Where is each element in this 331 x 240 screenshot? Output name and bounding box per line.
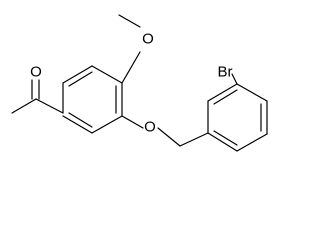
ring2-bond-6 [207, 132, 238, 152]
ether-oxygen-label: O [144, 119, 156, 136]
bond-ring-bromine [231, 73, 238, 85]
bond-ring-methoxy-oxygen [121, 51, 141, 84]
bond-ether-oxygen-ch2 [157, 127, 181, 147]
carbonyl-oxygen-label: O [30, 64, 42, 81]
bond-ch2-ring [179, 132, 209, 147]
ring2-bond-5 [236, 133, 268, 152]
ring1-bond-3 [91, 65, 123, 84]
bond-methoxy-oxygen-methyl [118, 14, 141, 28]
ring2-inner-double-1 [213, 89, 238, 105]
ring1-inner-double-3 [68, 112, 93, 128]
ring2-bond-3 [236, 83, 268, 102]
methoxy-oxygen-label: O [142, 31, 154, 48]
bond-carbonyl-ring [35, 98, 64, 114]
ring1-bond-5 [91, 115, 123, 134]
bond-ring-ether-oxygen [121, 115, 144, 129]
chemical-structure: O O O Br [11, 14, 268, 152]
ring2-inner-double-3 [213, 130, 238, 146]
ring1-bond-2 [62, 65, 93, 84]
atom-labels: O O O Br [30, 31, 232, 136]
bond-methyl-carbonyl [11, 98, 37, 114]
ring2-bond-2 [207, 83, 238, 102]
bond-lines [11, 14, 268, 152]
ring1-inner-double-1 [68, 71, 93, 87]
bromine-label: Br [218, 64, 233, 81]
ring1-bond-6 [62, 115, 93, 134]
